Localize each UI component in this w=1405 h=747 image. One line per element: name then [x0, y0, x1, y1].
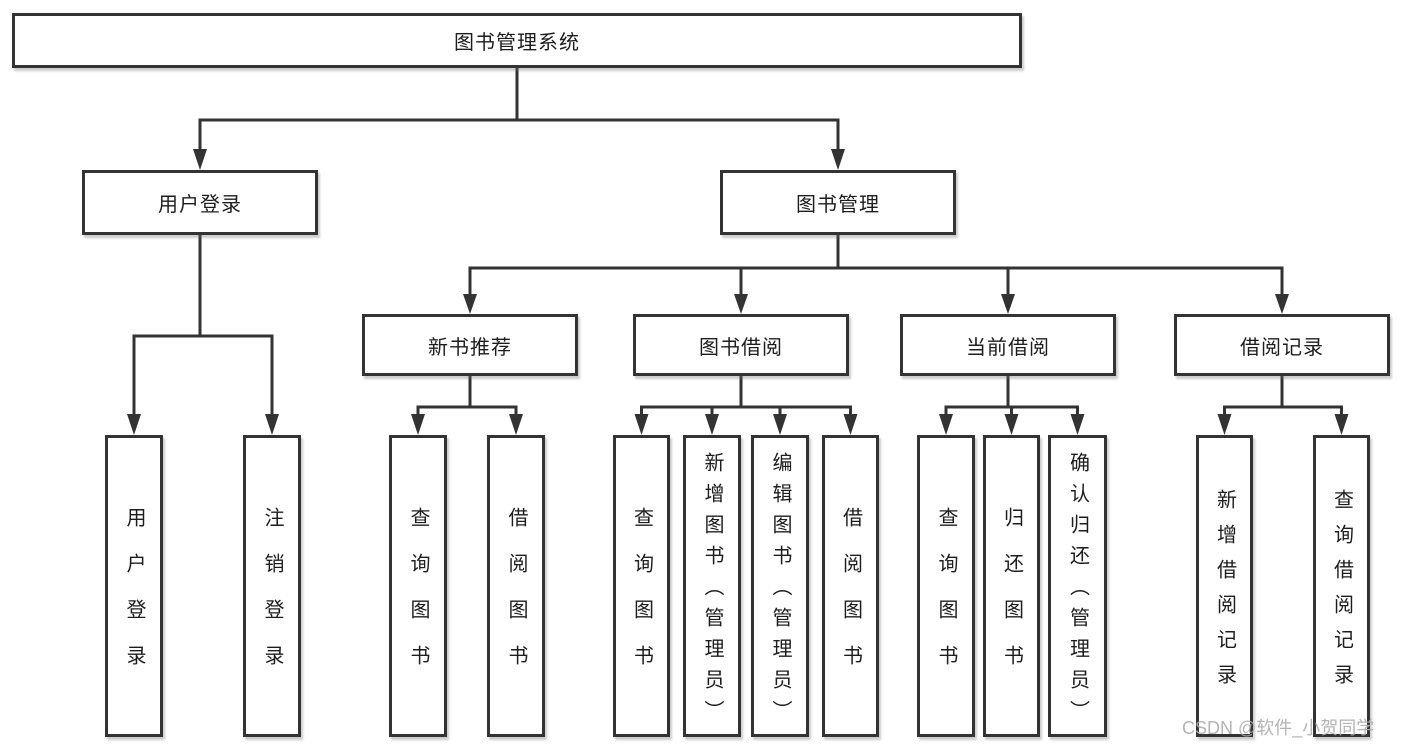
leaf-logout: 注销登录: [243, 435, 301, 737]
node-book-borrow-label: 图书借阅: [699, 336, 783, 359]
leaf-confirm-return-admin: 确认归还（管理员）: [1048, 435, 1107, 737]
node-borrow-records: 借阅记录: [1174, 314, 1390, 376]
leaf-user-login: 用户登录: [105, 435, 163, 737]
node-user-login-label: 用户登录: [158, 194, 242, 216]
watermark-text: CSDN @软件_小贺同学: [1182, 718, 1375, 738]
leaf-confirm-return-admin-label: 确认归还（管理员）: [1066, 452, 1089, 731]
leaf-query-borrow-record-label: 查询借阅记录: [1330, 488, 1353, 699]
leaf-newbooks-borrow-books-label: 借阅图书: [505, 507, 527, 691]
leaf-add-borrow-record-label: 新增借阅记录: [1213, 488, 1236, 699]
leaf-current-query-books: 查询图书: [917, 435, 975, 737]
leaf-newbooks-query-books-label: 查询图书: [407, 507, 429, 691]
node-user-login: 用户登录: [82, 170, 318, 235]
leaf-add-books-admin-label: 新增图书（管理员）: [701, 452, 723, 731]
node-book-management-label: 图书管理: [796, 194, 880, 216]
node-book-borrow: 图书借阅: [633, 314, 849, 376]
leaf-edit-books-admin: 编辑图书（管理员）: [751, 435, 809, 737]
node-root-label: 图书管理系统: [454, 32, 580, 54]
node-book-management: 图书管理: [720, 170, 956, 235]
leaf-borrow-books-label: 借阅图书: [839, 507, 862, 691]
node-root: 图书管理系统: [12, 13, 1022, 68]
leaf-newbooks-borrow-books: 借阅图书: [487, 435, 545, 737]
leaf-borrow-query-books: 查询图书: [613, 435, 670, 737]
leaf-user-login-label: 用户登录: [123, 507, 145, 691]
node-current-borrow-label: 当前借阅: [966, 336, 1050, 359]
node-new-book-recommend: 新书推荐: [362, 314, 578, 376]
leaf-add-borrow-record: 新增借阅记录: [1196, 435, 1253, 737]
leaf-newbooks-query-books: 查询图书: [389, 435, 447, 737]
node-new-book-recommend-label: 新书推荐: [428, 336, 512, 359]
leaf-return-books: 归还图书: [983, 435, 1040, 737]
node-current-borrow: 当前借阅: [900, 314, 1116, 376]
leaf-return-books-label: 归还图书: [1000, 507, 1023, 691]
leaf-edit-books-admin-label: 编辑图书（管理员）: [769, 452, 791, 731]
leaf-query-borrow-record: 查询借阅记录: [1313, 435, 1370, 737]
leaf-add-books-admin: 新增图书（管理员）: [683, 435, 741, 737]
leaf-borrow-books: 借阅图书: [822, 435, 879, 737]
leaf-borrow-query-books-label: 查询图书: [630, 507, 653, 691]
leaf-current-query-books-label: 查询图书: [935, 507, 957, 691]
node-borrow-records-label: 借阅记录: [1240, 336, 1324, 359]
leaf-logout-label: 注销登录: [261, 507, 283, 691]
